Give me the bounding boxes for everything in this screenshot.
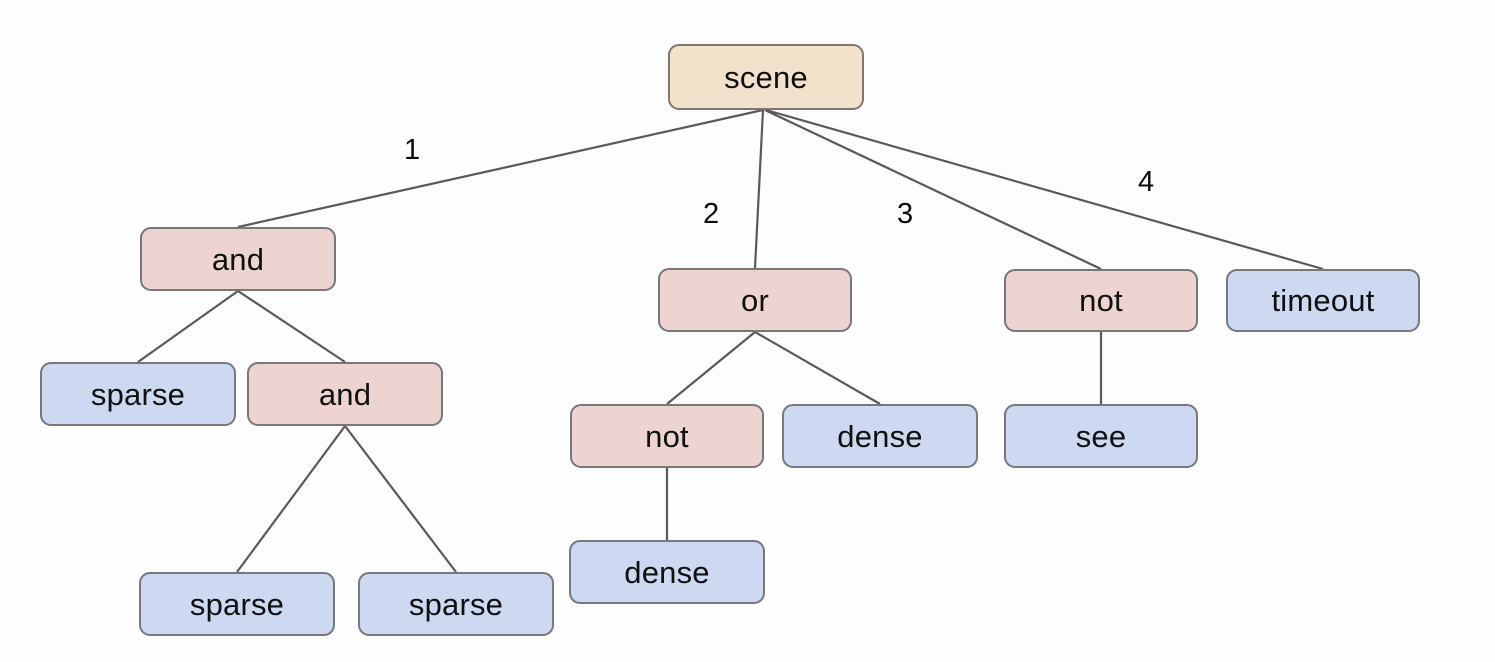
tree-node-label: or: [741, 282, 769, 318]
tree-node-label: sparse: [408, 586, 504, 622]
tree-node-not1[interactable]: not: [1004, 269, 1198, 332]
tree-node-label: dense: [624, 554, 710, 590]
tree-node-dense1[interactable]: dense: [782, 404, 978, 468]
edge-label-2: 2: [703, 198, 720, 230]
tree-node-and2[interactable]: and: [247, 362, 443, 426]
edge-label-1: 1: [404, 134, 421, 166]
tree-node-not2[interactable]: not: [570, 404, 764, 468]
tree-node-label: sparse: [189, 586, 285, 622]
tree-node-label: and: [318, 376, 372, 412]
tree-node-dense2[interactable]: dense: [569, 540, 765, 604]
tree-node-or1[interactable]: or: [658, 268, 852, 332]
tree-node-label: not: [1079, 283, 1123, 318]
tree-node-sparse3[interactable]: sparse: [358, 572, 554, 636]
tree-node-label: see: [1075, 418, 1127, 454]
tree-node-scene[interactable]: scene: [668, 44, 864, 110]
tree-node-label: dense: [837, 418, 923, 454]
tree-node-timeout1[interactable]: timeout: [1226, 269, 1420, 332]
tree-node-label: not: [645, 418, 689, 454]
tree-node-sparse2[interactable]: sparse: [139, 572, 335, 636]
tree-node-label: scene: [724, 59, 808, 95]
tree-node-see1[interactable]: see: [1004, 404, 1198, 468]
tree-node-sparse1[interactable]: sparse: [40, 362, 236, 426]
tree-node-label: sparse: [90, 376, 186, 412]
tree-node-and1[interactable]: and: [140, 227, 336, 291]
tree-node-label: timeout: [1271, 283, 1375, 318]
edge-label-3: 3: [897, 198, 914, 230]
tree-node-label: and: [211, 241, 265, 277]
edge-label-4: 4: [1138, 166, 1155, 198]
